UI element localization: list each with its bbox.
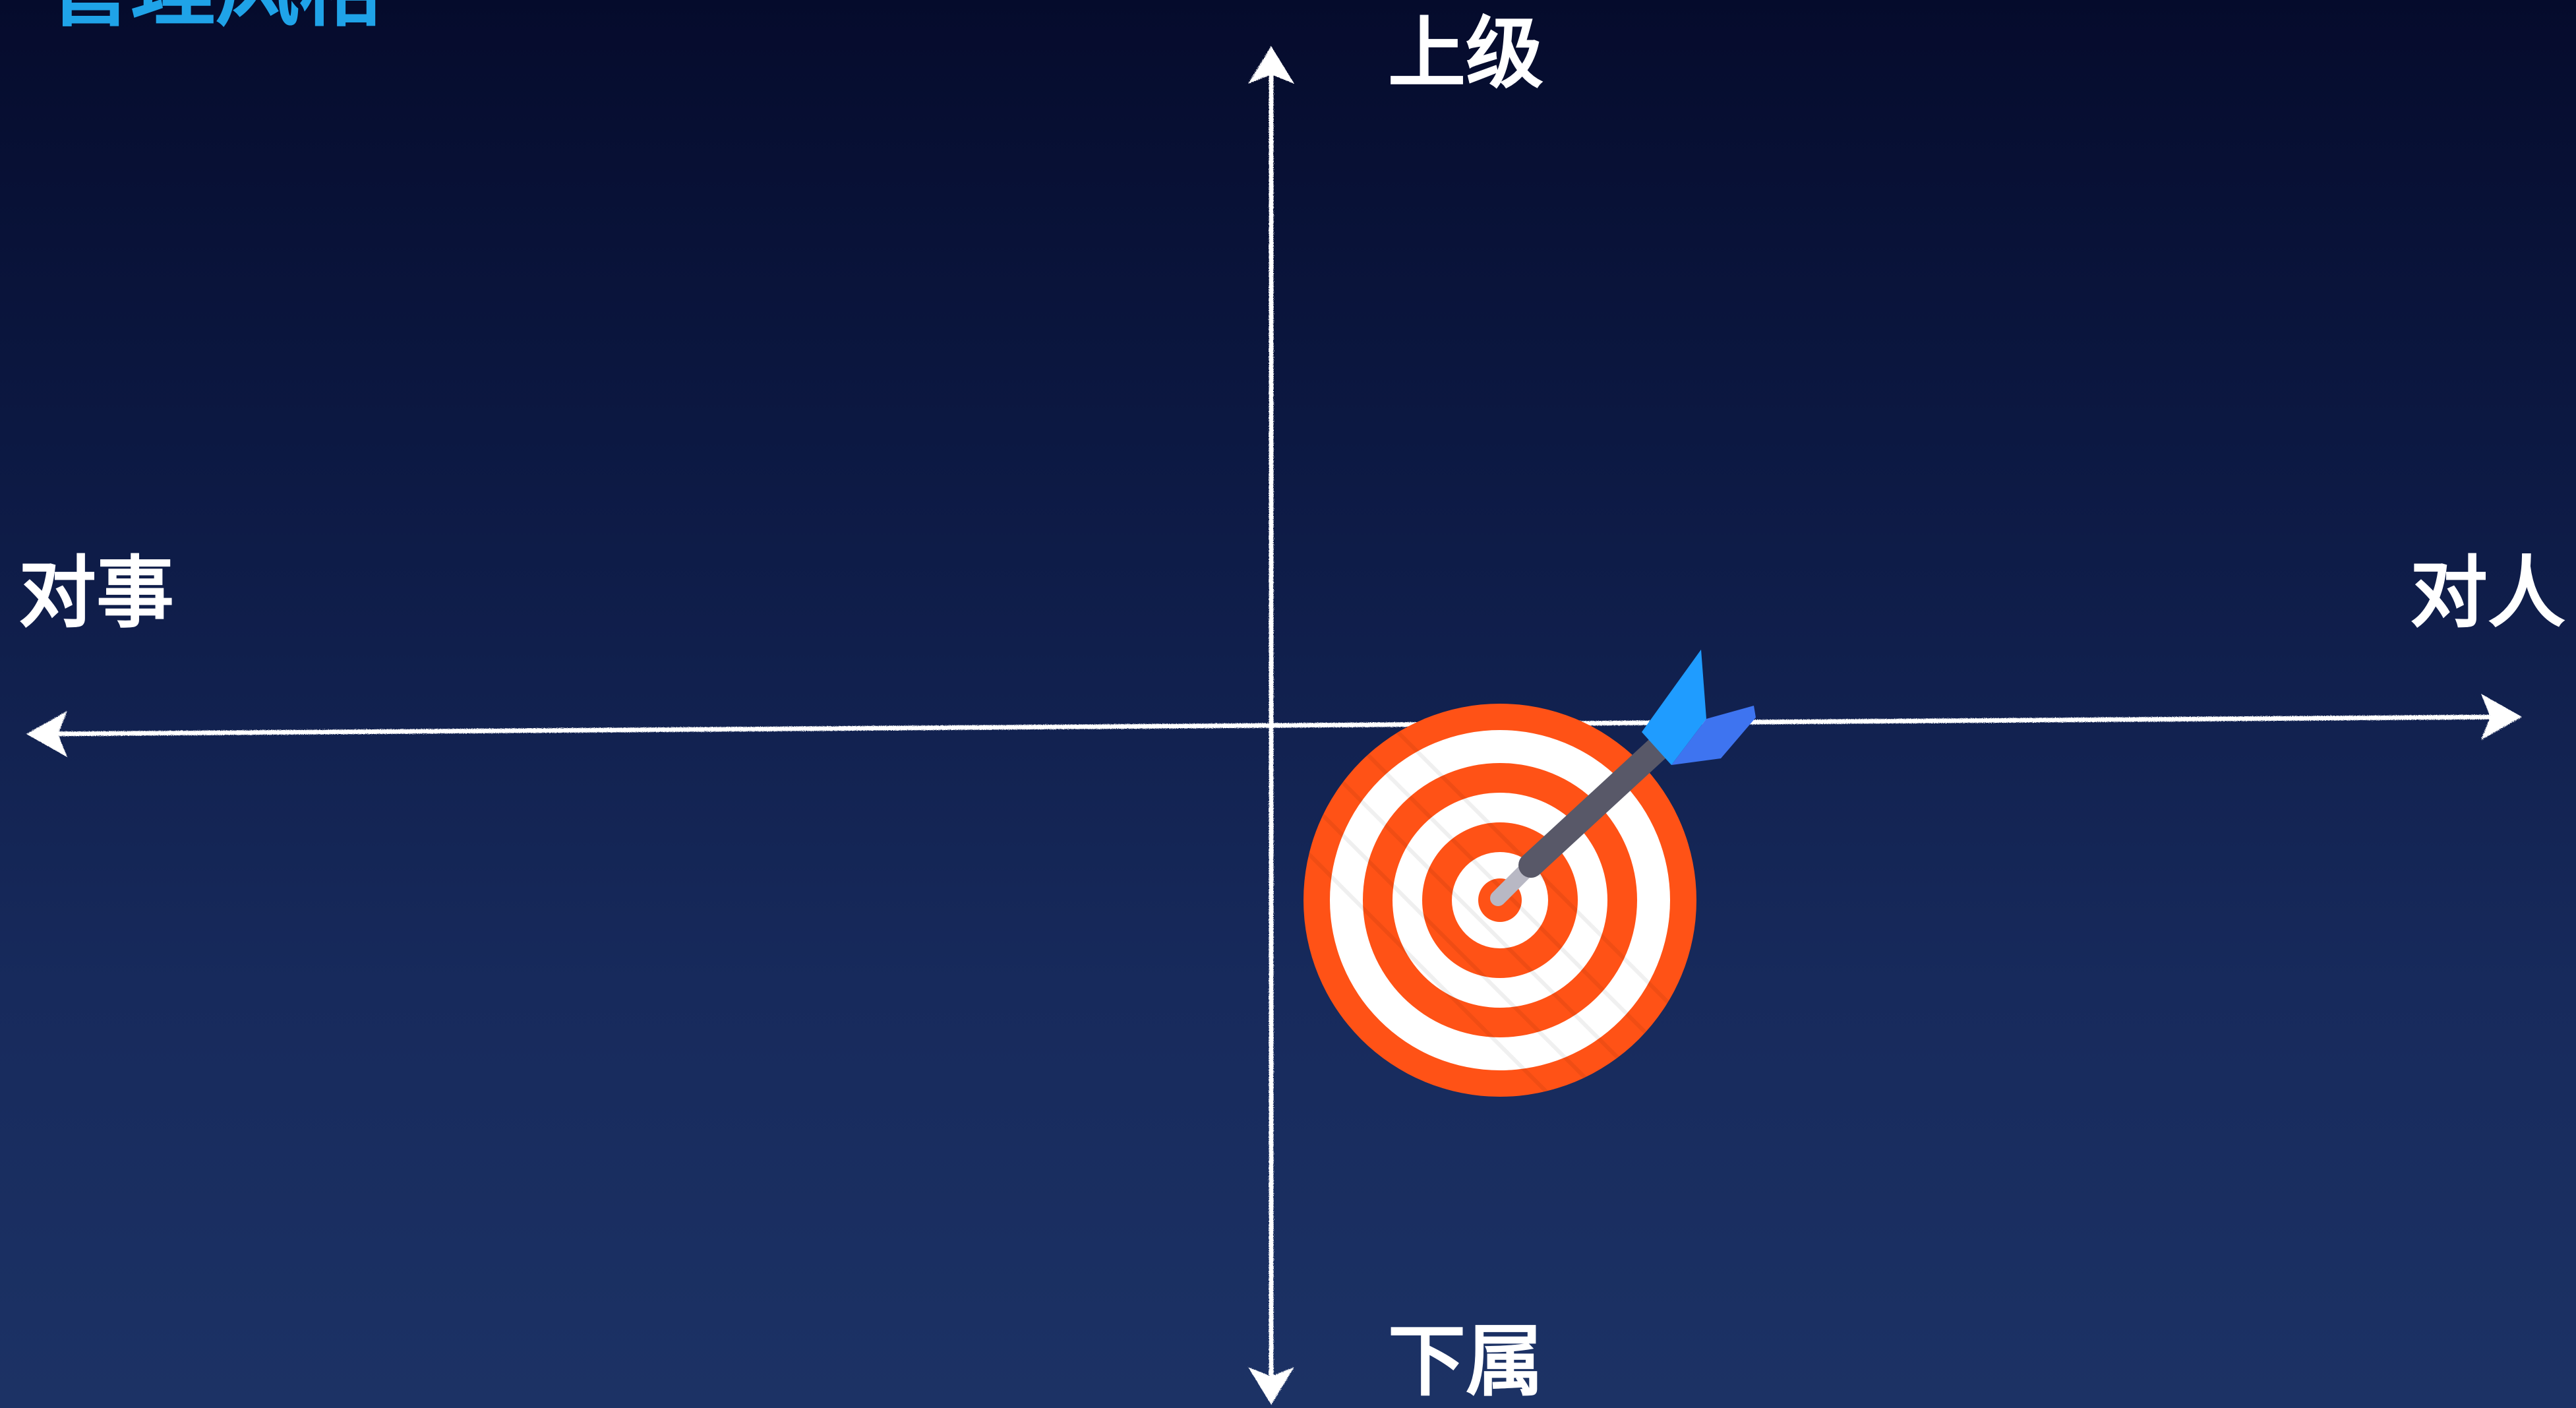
vertical-axis bbox=[1248, 46, 1294, 1405]
slide-title: 管理风格 bbox=[46, 0, 384, 32]
axis-label-top: 上级 bbox=[1388, 8, 1544, 99]
axis-label-bottom: 下属 bbox=[1388, 1316, 1544, 1407]
down-arrowhead-icon bbox=[1248, 1367, 1294, 1405]
axis-label-right: 对人 bbox=[2410, 547, 2566, 638]
right-arrowhead-icon bbox=[2481, 694, 2522, 740]
up-arrowhead-icon bbox=[1248, 46, 1294, 84]
axis-label-left: 对事 bbox=[18, 547, 175, 638]
left-arrowhead-icon bbox=[26, 711, 67, 757]
horizontal-axis bbox=[26, 694, 2522, 757]
horizontal-axis-line bbox=[34, 714, 2515, 737]
target-dart-icon bbox=[1303, 650, 1756, 1097]
